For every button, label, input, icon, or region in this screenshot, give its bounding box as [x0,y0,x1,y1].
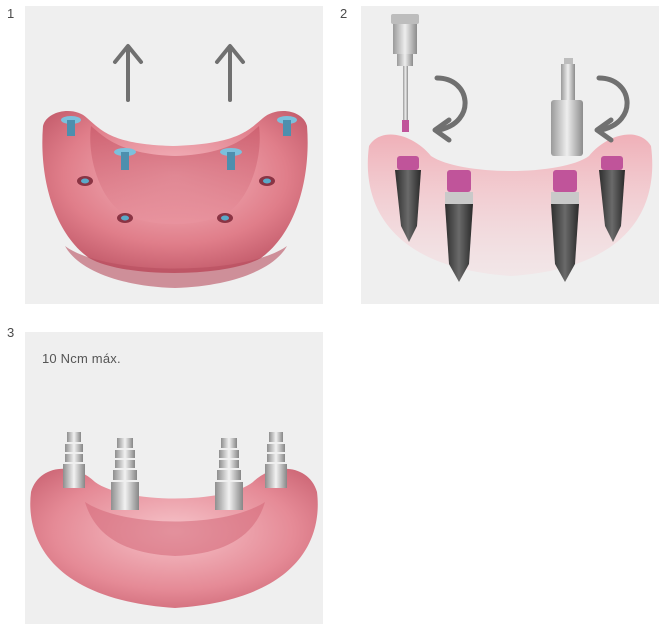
step-number-1: 1 [7,6,14,21]
multi-unit-abutment [111,438,139,510]
denture-prosthesis [42,111,307,288]
step-number-2: 2 [340,6,347,21]
step-2-illustration [361,6,659,304]
torque-note: 10 Ncm máx. [42,351,121,366]
up-arrow-icon [217,46,243,100]
multi-unit-abutment [63,432,85,488]
rotate-arrow-icon [597,78,627,140]
rotate-arrow-icon [435,78,465,140]
screwdriver [391,14,419,132]
step-1-illustration [25,6,323,304]
multi-unit-abutment [265,432,287,488]
step-number-3: 3 [7,325,14,340]
multi-unit-abutment [215,438,243,510]
up-arrow-icon [115,46,141,100]
torque-tool [551,58,583,156]
step-3-illustration [25,332,323,624]
